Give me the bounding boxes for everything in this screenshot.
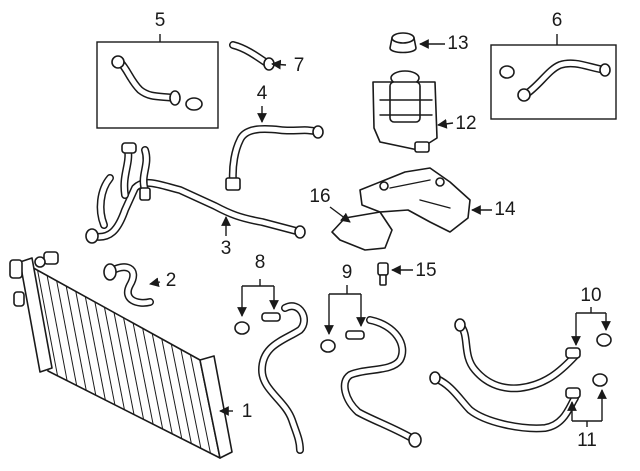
callout-13: 13 — [447, 33, 468, 54]
radiator-fin — [84, 296, 106, 401]
temp-sensor-part-15 — [377, 262, 389, 286]
radiator-part-1 — [9, 251, 233, 459]
callout-4: 4 — [257, 83, 268, 104]
cover-plate-part-16 — [331, 211, 393, 251]
hose-part-10 — [454, 318, 612, 393]
small-hose-part-7 — [229, 41, 275, 71]
callout-16: 16 — [309, 186, 330, 207]
hose-part-4 — [225, 125, 324, 191]
callout-15: 15 — [415, 260, 436, 281]
radiator-fin — [94, 301, 116, 405]
radiator-fin — [161, 338, 183, 439]
radiator-fin — [103, 307, 125, 410]
callout-10: 10 — [580, 285, 601, 306]
callout-1: 1 — [242, 401, 253, 422]
callout-6: 6 — [552, 10, 563, 31]
radiator-fin — [56, 280, 78, 386]
hose-kit-part-6 — [490, 44, 617, 120]
radiator-fin — [142, 328, 164, 430]
radiator-fin — [113, 312, 135, 415]
radiator-fin — [132, 322, 154, 425]
radiator-fin — [46, 275, 68, 381]
callout-2: 2 — [166, 270, 177, 291]
radiator-fin — [65, 286, 87, 391]
radiator-fin — [170, 344, 192, 444]
hose-assembly-part-3 — [85, 142, 306, 244]
mounting-bracket-part-14 — [359, 167, 471, 233]
small-hose-part-2 — [103, 263, 154, 307]
callout-labels: 1 2 3 4 5 6 7 8 9 10 11 12 13 14 15 16 — [155, 10, 602, 451]
callout-8: 8 — [255, 252, 266, 273]
hose-part-11 — [429, 371, 608, 433]
radiator-fin — [37, 270, 59, 376]
tank-cap-part-13 — [389, 32, 417, 54]
callout-14: 14 — [494, 199, 516, 220]
radiator-fin — [75, 291, 97, 396]
expansion-tank-part-12 — [372, 70, 438, 153]
callout-9: 9 — [342, 262, 353, 283]
hose-part-8 — [234, 302, 308, 454]
radiator-fin — [123, 317, 145, 420]
leader-lines — [149, 34, 611, 427]
callout-3: 3 — [221, 238, 232, 259]
radiator-fin — [189, 354, 211, 454]
callout-12: 12 — [455, 113, 476, 134]
hose-kit-part-5 — [96, 41, 219, 129]
hose-part-9 — [320, 316, 422, 448]
callout-11: 11 — [577, 430, 597, 451]
callout-7: 7 — [294, 55, 305, 76]
callout-5: 5 — [155, 10, 166, 31]
radiator-fin — [180, 349, 202, 449]
radiator-fin — [151, 333, 173, 434]
